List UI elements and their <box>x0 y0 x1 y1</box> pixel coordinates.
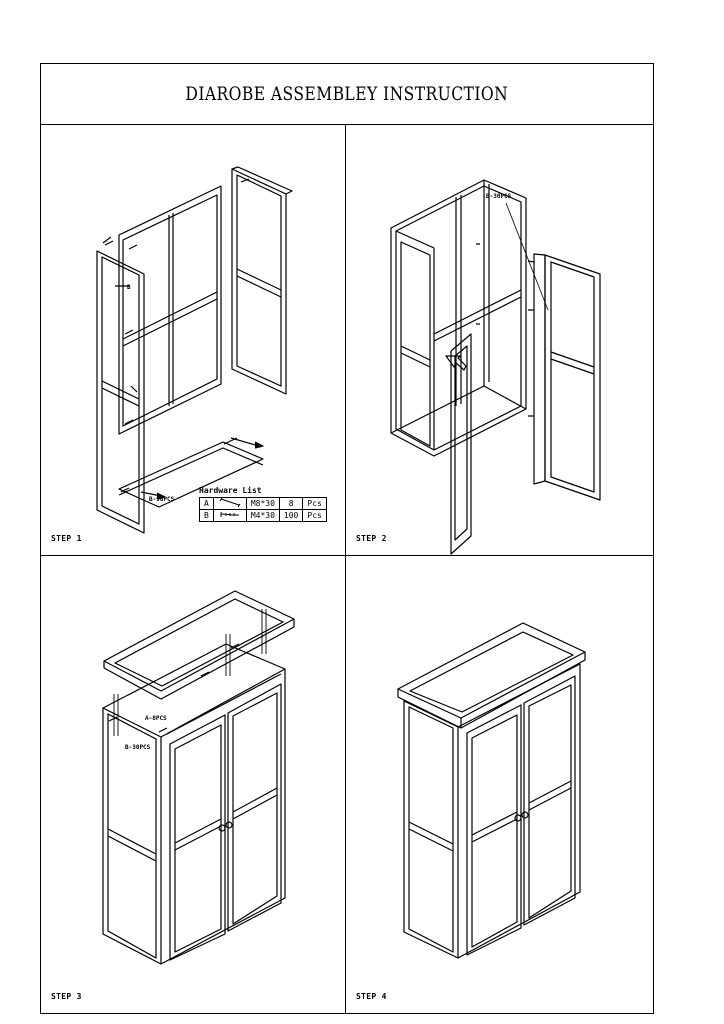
step-4-label: STEP 4 <box>356 992 387 1001</box>
hardware-id: A <box>199 497 214 510</box>
callout-b: B <box>127 284 131 291</box>
step-2-label: STEP 2 <box>356 534 387 543</box>
step-1-panel: B B-90PCS Hardware List A M8*30 8 Pcs B <box>41 124 346 556</box>
step-3-drawing <box>102 590 295 965</box>
screw-icon <box>212 509 247 522</box>
hardware-qty: 100 <box>278 509 304 522</box>
hardware-unit: Pcs <box>302 497 327 510</box>
instruction-sheet: DIAROBE ASSEMBLEY INSTRUCTION <box>40 63 654 1014</box>
table-row: A M8*30 8 Pcs <box>199 497 327 510</box>
step-4-drawing <box>397 622 586 959</box>
callout-b-90pcs: B-90PCS <box>149 496 175 503</box>
hardware-qty: 8 <box>278 497 304 510</box>
page-title: DIAROBE ASSEMBLEY INSTRUCTION <box>185 83 509 105</box>
step-2-panel: B-30PCS STEP 2 <box>346 124 653 556</box>
step-4-panel: STEP 4 <box>346 556 653 1013</box>
callout-b-30pcs: B-30PCS <box>486 193 512 200</box>
step-2-drawing <box>390 179 601 555</box>
hardware-list-title: Hardware List <box>199 486 262 495</box>
title-row: DIAROBE ASSEMBLEY INSTRUCTION <box>41 64 653 125</box>
hardware-size: M4*30 <box>245 509 280 522</box>
step-3-panel: A-8PCS B-30PCS STEP 3 <box>41 556 346 1013</box>
callout-a-8pcs: A-8PCS <box>145 715 167 722</box>
hardware-unit: Pcs <box>302 509 327 522</box>
hardware-list: Hardware List A M8*30 8 Pcs B M4*30 <box>199 486 327 522</box>
hardware-table: A M8*30 8 Pcs B M4*30 100 Pcs <box>199 497 327 522</box>
hardware-id: B <box>199 509 214 522</box>
dowel-icon <box>212 497 247 510</box>
step-3-label: STEP 3 <box>51 992 82 1001</box>
hardware-size: M8*30 <box>245 497 280 510</box>
step-1-drawing <box>96 166 293 534</box>
callout-b-30pcs: B-30PCS <box>125 744 151 751</box>
step-1-label: STEP 1 <box>51 534 82 543</box>
table-row: B M4*30 100 Pcs <box>199 509 327 522</box>
